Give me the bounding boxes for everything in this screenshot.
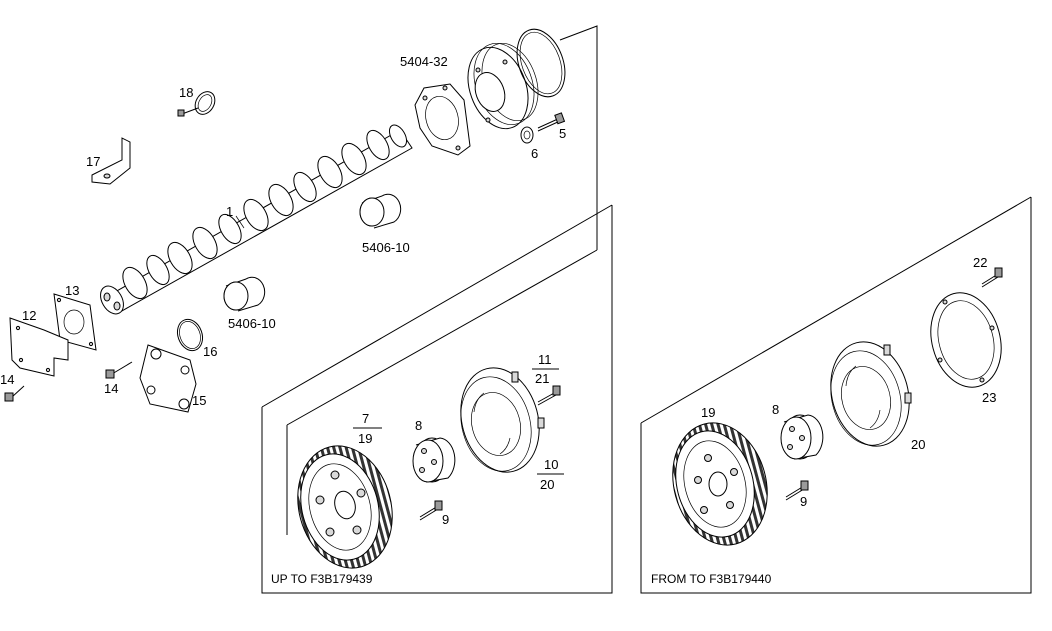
part-5-bolt — [537, 112, 566, 132]
label-left-21: 21 — [535, 371, 549, 386]
part-15-cover — [139, 344, 197, 413]
part-16-ring — [176, 318, 204, 352]
fraction-bars — [353, 368, 564, 475]
part-gasket-23 — [930, 292, 1002, 388]
part-gear-left — [297, 445, 393, 569]
part-plate-right — [830, 341, 912, 447]
label-16: 16 — [203, 344, 217, 359]
label-left-9: 9 — [442, 512, 449, 527]
caption-up-to: UP TO F3B179439 — [271, 572, 373, 586]
label-15: 15 — [192, 393, 206, 408]
label-1: 1 — [226, 204, 233, 219]
part-14-screw-left — [4, 385, 25, 402]
label-17: 17 — [86, 154, 100, 169]
part-bolt-22 — [981, 267, 1003, 288]
label-14-middle: 14 — [104, 381, 118, 396]
label-left-8: 8 — [415, 418, 422, 433]
camshaft — [100, 124, 413, 315]
part-18-clamp — [177, 91, 216, 117]
part-bolt-11-21 — [537, 385, 561, 406]
label-right-8: 8 — [772, 402, 779, 417]
label-5406-10-upper: 5406-10 — [362, 240, 410, 255]
label-left-19: 19 — [358, 431, 372, 446]
part-hub-left — [412, 437, 456, 483]
label-right-23: 23 — [982, 390, 996, 405]
part-17-bracket — [91, 137, 131, 185]
caption-from-to: FROM TO F3B179440 — [651, 572, 772, 586]
label-right-22: 22 — [973, 255, 987, 270]
label-right-9: 9 — [800, 494, 807, 509]
part-14-screw-middle — [105, 361, 133, 379]
part-cover-disc — [467, 43, 539, 130]
part-13-gasket — [53, 293, 97, 351]
label-12: 12 — [22, 308, 36, 323]
label-5: 5 — [559, 126, 566, 141]
part-hub-right — [780, 414, 824, 460]
label-5404-32: 5404-32 — [400, 54, 448, 69]
part-12-cover-plate — [9, 317, 69, 377]
label-18: 18 — [179, 85, 193, 100]
label-right-20: 20 — [911, 437, 925, 452]
panel-from-to — [640, 196, 1032, 594]
label-6: 6 — [531, 146, 538, 161]
part-5404-32-gasket — [414, 83, 471, 156]
part-bearing-upper — [359, 193, 402, 229]
label-right-19: 19 — [701, 405, 715, 420]
label-left-7: 7 — [362, 411, 369, 426]
label-5406-10-lower: 5406-10 — [228, 316, 276, 331]
label-left-11: 11 — [538, 352, 552, 367]
part-plate-left — [460, 367, 545, 473]
part-o-ring — [516, 28, 566, 98]
part-screw-9-left — [419, 500, 443, 521]
upper-panel-frame — [286, 25, 598, 535]
label-13: 13 — [65, 283, 79, 298]
label-left-20: 20 — [540, 477, 554, 492]
label-left-10: 10 — [544, 457, 558, 472]
panel-up-to — [261, 204, 613, 594]
part-screw-9-right — [785, 480, 809, 501]
label-14-left: 14 — [0, 372, 14, 387]
part-gear-right — [672, 422, 768, 546]
part-bearing-lower — [223, 276, 266, 312]
part-6-washer — [520, 126, 534, 144]
